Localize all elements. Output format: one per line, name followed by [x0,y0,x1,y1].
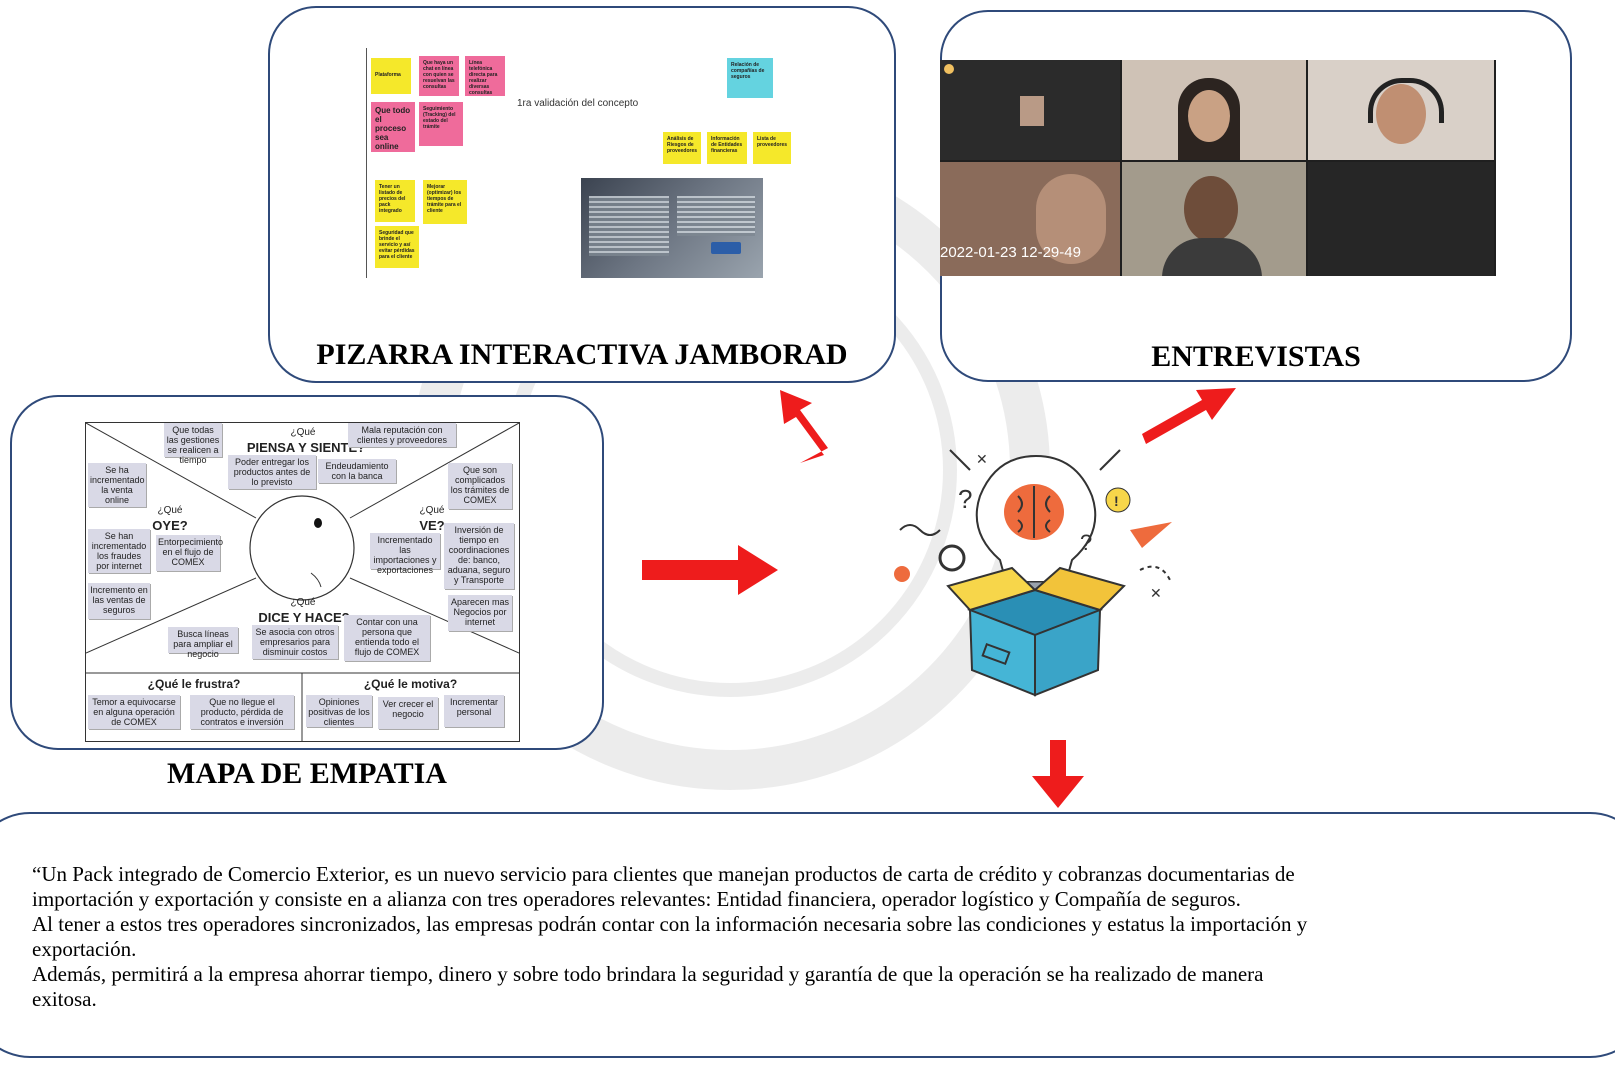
svg-text:✕: ✕ [1150,585,1162,601]
empathy-note: Se han incrementado los fraudes por inte… [88,529,150,573]
empathy-note: Contar con una persona que entienda todo… [344,615,430,661]
say-heading: DICE Y HACE? [258,610,350,625]
hear-question: ¿Qué [157,505,183,516]
interviews-panel: 2022-01-23 12-29-49 ENTREVISTAS [940,10,1572,382]
arrow-to-jamboard [780,390,828,463]
empathy-note: Incrementado las importaciones y exporta… [370,533,440,575]
empathy-note: Que son complicados los trámites de COME… [448,463,512,509]
think-question: ¿Qué [290,427,316,438]
statement-line: “Un Pack integrado de Comercio Exterior,… [32,862,1295,886]
empathy-note: Mala reputación con clientes y proveedor… [348,423,456,447]
sticky-note: Análisis de Riesgos de proveedores [663,132,701,164]
sticky-note: Lista de proveedores [753,132,791,164]
statement-line: Además, permitirá a la empresa ahorrar t… [32,962,1264,986]
video-tile [1122,60,1306,160]
sticky-note: Información de Entidades financieras [707,132,747,164]
say-question: ¿Qué [290,597,316,608]
gain-heading: ¿Qué le motiva? [363,677,458,691]
empathy-note: Se ha incrementado la venta online [88,463,146,507]
jamboard-panel: Plataforma Que haya un chat en línea con… [268,6,896,383]
concept-statement-panel [0,812,1615,1058]
empathy-map-lines [86,423,519,741]
sticky-note: Que todo el proceso sea online [371,102,415,152]
see-heading: VE? [419,518,445,533]
sticky-note: Plataforma [371,58,411,94]
empathy-map: Que todas las gestiones se realicen a ti… [85,422,520,742]
svg-text:?: ? [1080,530,1092,555]
video-tile-empty [1308,162,1494,276]
empathy-note: Ver crecer el negocio [378,697,438,729]
video-tile [1308,60,1494,160]
interviews-label: ENTREVISTAS [1151,340,1361,373]
statement-line: Al tener a estos tres operadores sincron… [32,912,1308,936]
empathy-note: Inversión de tiempo en coordinaciones de… [444,523,514,589]
arrow-to-interviews [1142,388,1236,444]
think-heading: PIENSA Y SIENTE? [246,440,366,455]
jamboard-board: Plataforma Que haya un chat en línea con… [366,48,797,278]
idea-box-illustration: ? ? ! ✕ ✕ [894,449,1172,697]
recording-timestamp: 2022-01-23 12-29-49 [940,244,1081,261]
empathy-map-panel: Que todas las gestiones se realicen a ti… [10,395,604,750]
sticky-note: Seguimiento (Tracking) del estado del tr… [419,102,463,146]
sticky-note: Relación de compañías de seguros [727,58,773,98]
video-tile [1122,162,1306,276]
video-grid: 2022-01-23 12-29-49 [940,60,1496,276]
empathy-note: Que todas las gestiones se realicen a ti… [164,423,222,465]
pasted-screenshot [581,178,763,278]
concept-statement: “Un Pack integrado de Comercio Exterior,… [32,862,1612,1012]
statement-line: importación y exportación y consiste en … [32,887,1241,911]
empathy-note: Opiniones positivas de los clientes [306,695,372,727]
empathy-note: Incrementar personal [444,695,504,727]
empathy-label: MAPA DE EMPATIA [167,757,447,790]
svg-text:!: ! [1114,493,1119,509]
empathy-note: Aparecen mas Negocios por internet [448,595,512,631]
video-tile [940,60,1120,160]
empathy-note: Poder entregar los productos antes de lo… [228,455,316,489]
jamboard-label: PIZARRA INTERACTIVA JAMBORAD [316,338,848,371]
sticky-note: Tener un listado de precios del pack int… [375,180,415,222]
pain-heading: ¿Qué le frustra? [147,677,241,691]
svg-text:✕: ✕ [976,451,988,467]
empathy-note: Se asocia con otros empresarios para dis… [252,625,338,659]
sticky-note: Que haya un chat en línea con quien se r… [419,56,459,96]
statement-line: exitosa. [32,987,97,1011]
statement-line: exportación. [32,937,137,961]
empathy-note: Temor a equivocarse en alguna operación … [88,695,180,729]
empathy-note: Busca líneas para ampliar el negocio [168,627,238,659]
svg-text:?: ? [958,484,972,514]
sticky-note: Mejorar (optimizar) los tiempos de trámi… [423,180,467,224]
hear-heading: OYE? [152,518,188,533]
sticky-note: Seguridad que brinde el servicio y así e… [375,226,419,268]
board-heading: 1ra validación del concepto [517,98,639,109]
empathy-note: Endeudamiento con la banca [318,459,396,483]
empathy-note: Incremento en las ventas de seguros [88,583,150,619]
empathy-note: Entorpecimiento en el flujo de COMEX [156,535,223,571]
video-tile: 2022-01-23 12-29-49 [940,162,1120,276]
empathy-note: Que no llegue el producto, pérdida de co… [190,695,294,729]
arrow-to-statement [1032,740,1084,808]
arrow-from-empathy [642,545,778,595]
see-question: ¿Qué [419,505,445,516]
sticky-note: Línea telefónica directa para realizar d… [465,56,505,96]
